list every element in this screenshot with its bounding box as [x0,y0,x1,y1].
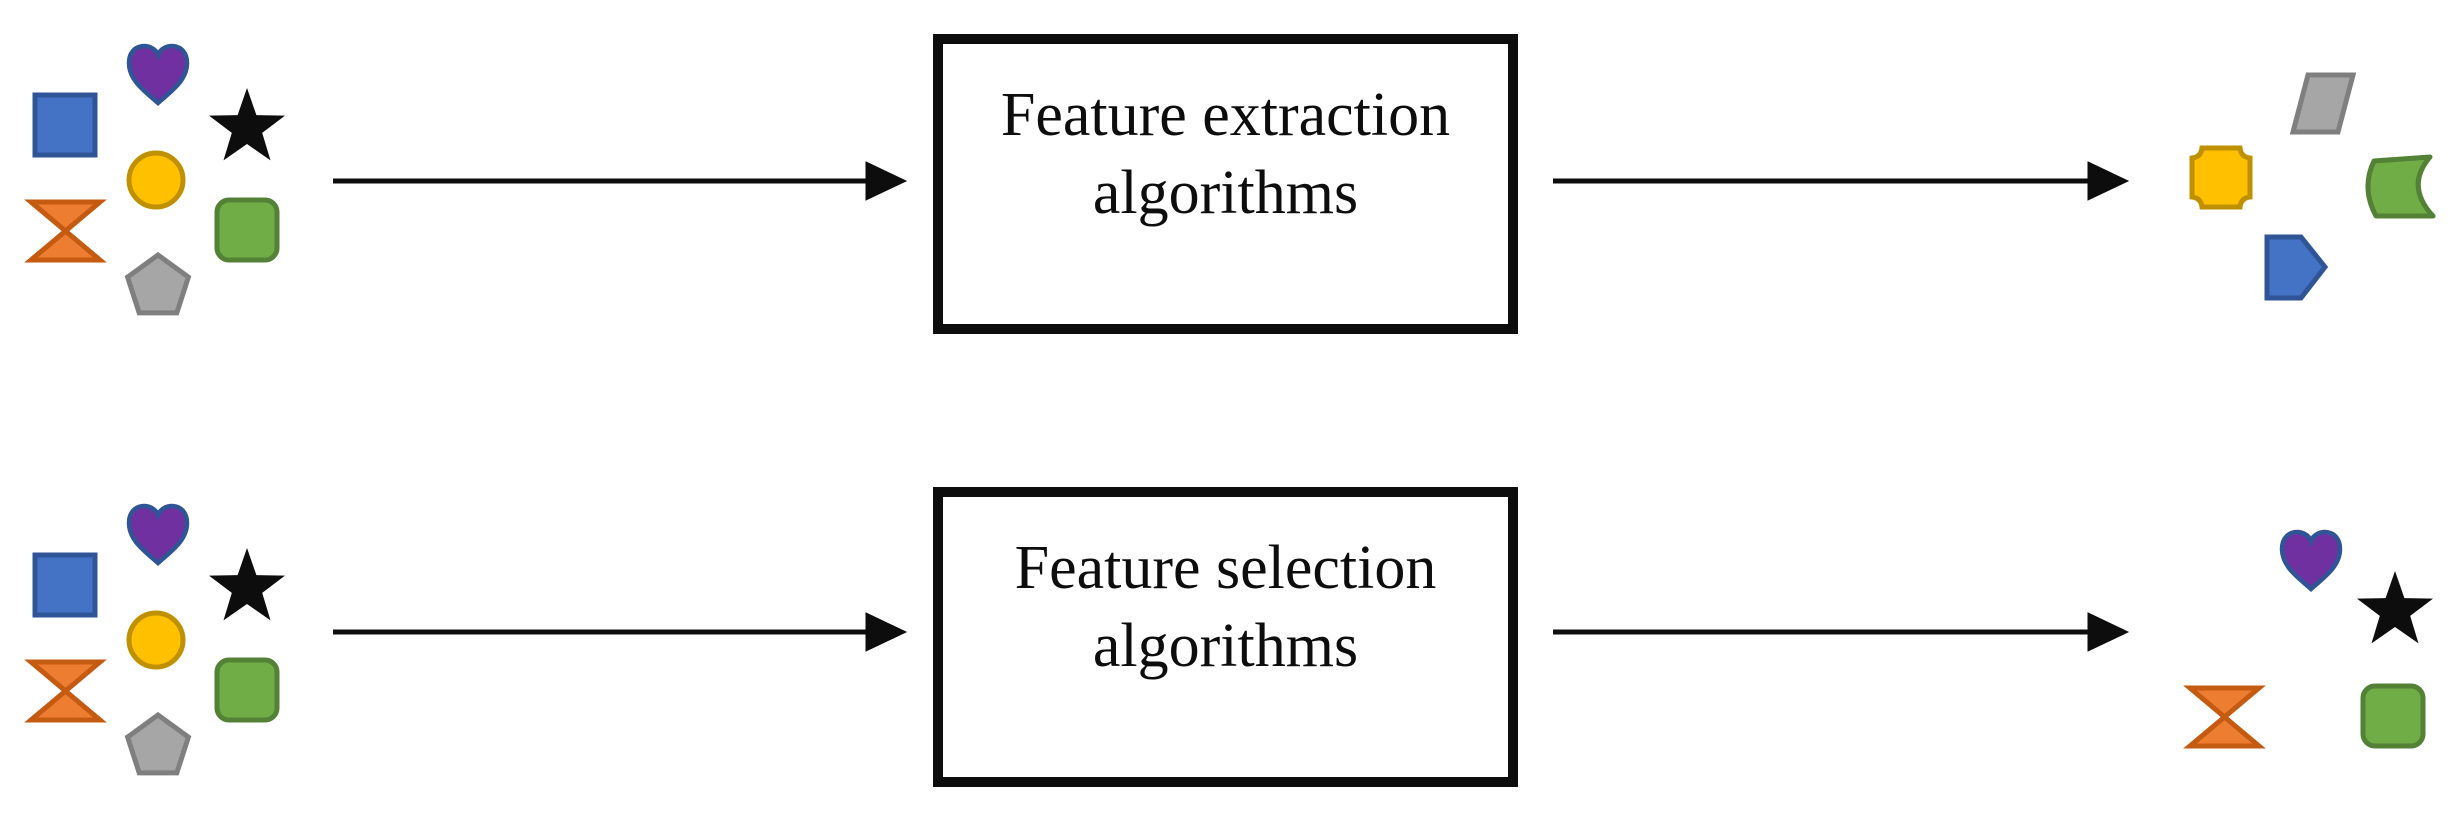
yellow-circle-shape [129,153,183,207]
purple-heart-shape [2282,532,2340,589]
black-star-shape [209,548,285,621]
gray-parallelogram-shape [2289,72,2357,135]
feature-extraction-box: Feature extraction algorithms [933,34,1518,334]
green-rounded-square-shape [217,200,277,260]
input-feature-set-extraction [31,46,285,313]
green-curved-flag-shape [2365,154,2436,219]
feature-selection-box-label: Feature selection algorithms [1014,534,1437,680]
black-star-shape [2357,571,2433,644]
purple-heart-shape [129,46,187,103]
feature-selection-box: Feature selection algorithms [933,487,1518,787]
purple-heart-shape [129,506,187,563]
blue-square-shape [35,95,95,155]
output-selected-features [2190,532,2433,746]
yellow-circle-shape [129,613,183,667]
arrow-input-to-selection [333,612,908,652]
arrowhead-icon [2087,161,2130,201]
gray-pentagon-shape [128,255,189,313]
arrow-selection-to-output [1553,612,2130,652]
output-extracted-features [2189,72,2436,301]
black-star-shape [209,88,285,161]
orange-hourglass-shape [31,662,100,720]
green-rounded-square-shape [217,660,277,720]
arrowhead-icon [2087,612,2130,652]
blue-square-shape [35,555,95,615]
input-feature-set-selection [31,506,285,773]
feature-extraction-box-label: Feature extraction algorithms [1000,81,1451,227]
arrow-extraction-to-output [1553,161,2130,201]
arrowhead-icon [865,612,908,652]
orange-hourglass-shape [2190,688,2259,746]
arrow-input-to-extraction [333,161,908,201]
blue-point-pentagon-shape [2264,234,2329,301]
arrowhead-icon [865,161,908,201]
orange-hourglass-shape [31,202,100,260]
gray-pentagon-shape [128,715,189,773]
green-rounded-square-shape [2363,686,2423,746]
yellow-plaque-shape [2189,145,2253,210]
